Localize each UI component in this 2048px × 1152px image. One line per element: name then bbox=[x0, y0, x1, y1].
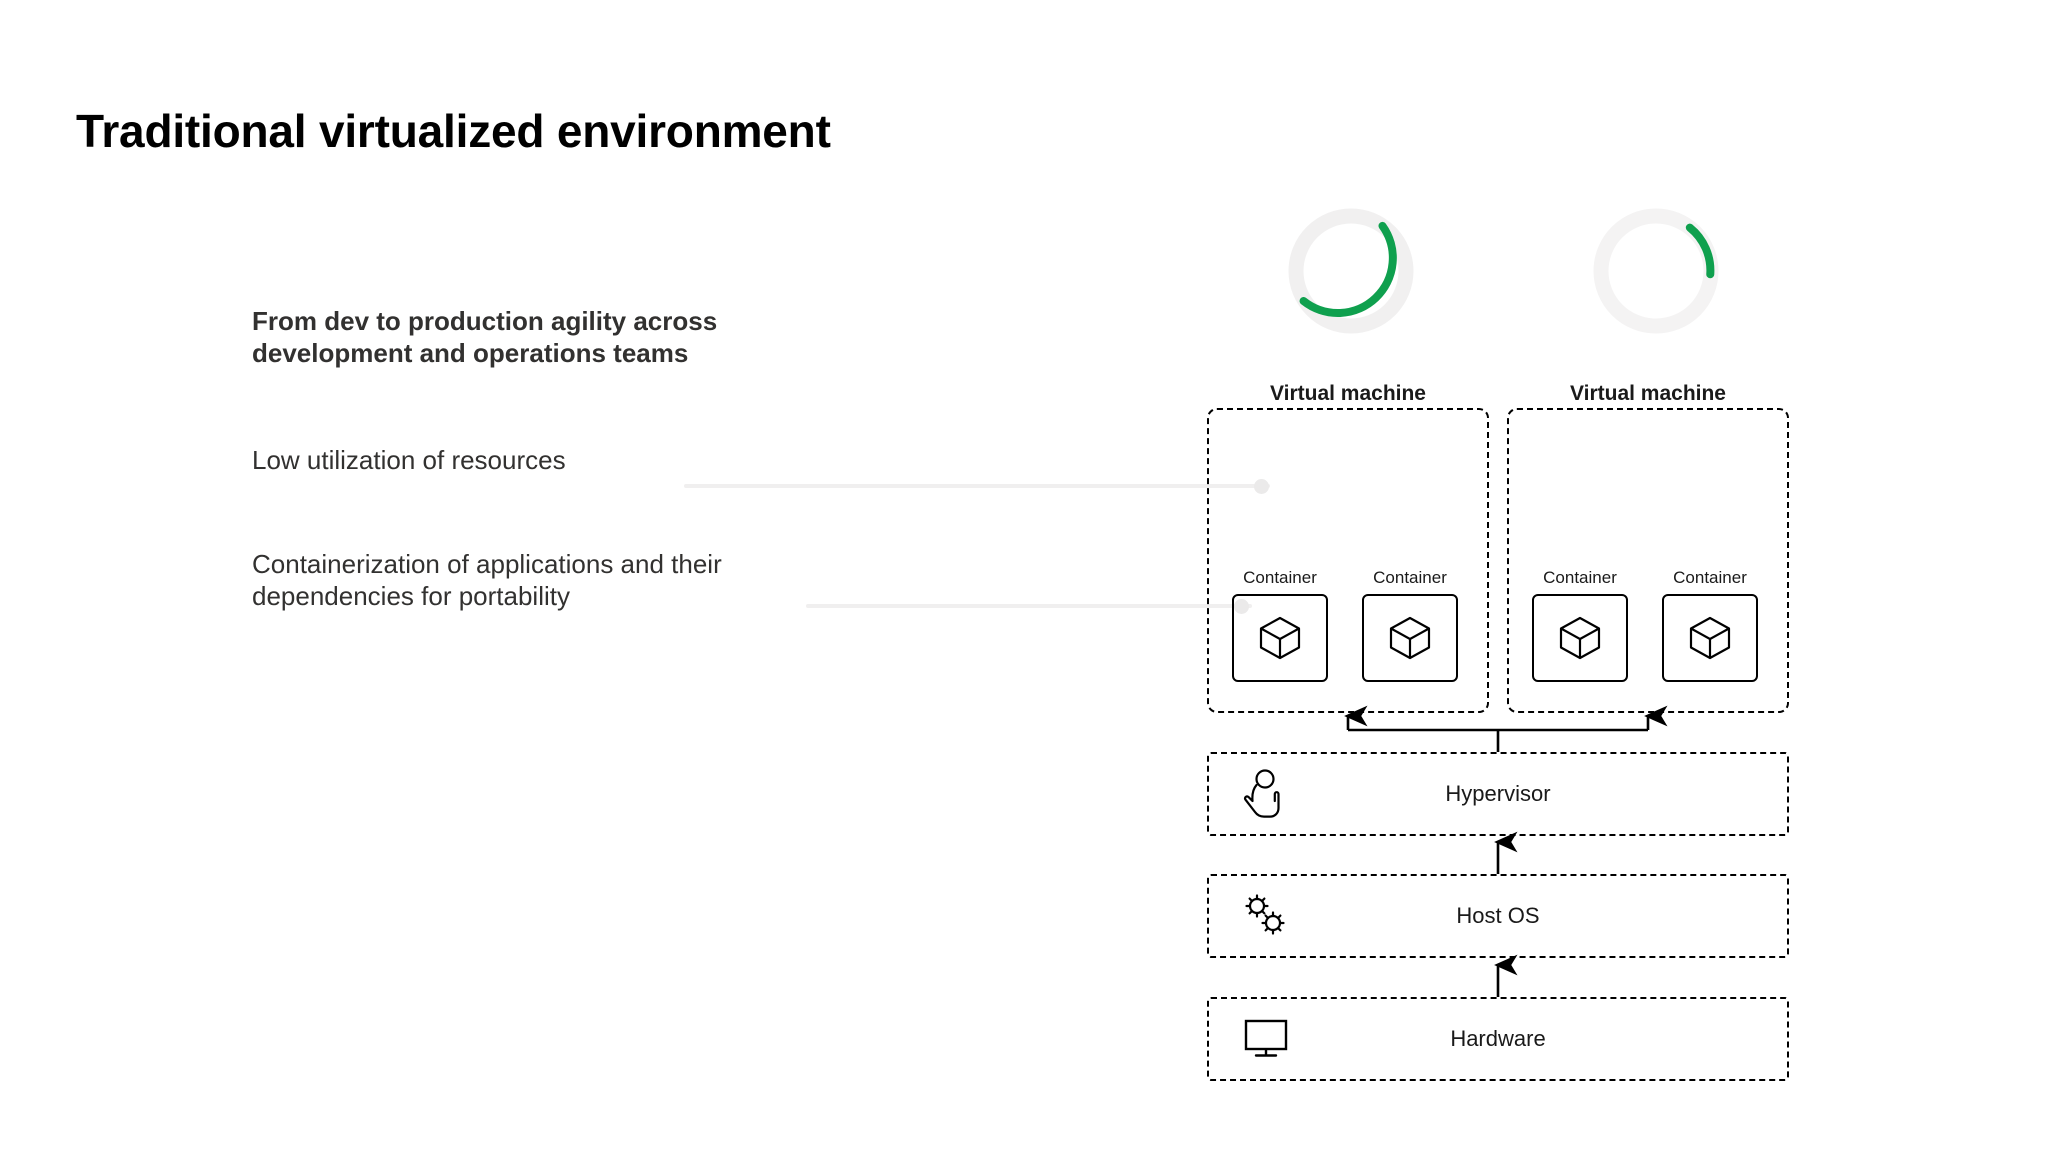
vm-label-2: Virtual machine bbox=[1569, 382, 1726, 405]
stack-row-label-hardware: Hardware bbox=[1450, 1026, 1546, 1051]
container-label-1: Container bbox=[1243, 568, 1317, 587]
container-label-3: Container bbox=[1543, 568, 1617, 587]
container-box-2 bbox=[1362, 594, 1458, 682]
page-title: Traditional virtualized environment bbox=[76, 105, 831, 157]
gauge-track-1 bbox=[1288, 208, 1414, 334]
vm-gauge-1 bbox=[1285, 205, 1417, 337]
container-label-4: Container bbox=[1673, 568, 1747, 587]
stack-row-label-hostos: Host OS bbox=[1456, 903, 1540, 928]
vm-label-1: Virtual machine bbox=[1269, 382, 1426, 405]
leader-dot-low-utilization bbox=[1254, 479, 1269, 494]
bullet-low-utilization: Low utilization of resources bbox=[252, 445, 566, 476]
lede-text: From dev to production agility across de… bbox=[252, 306, 718, 368]
container-tile-2: Container bbox=[1362, 568, 1458, 682]
cube-icon bbox=[1389, 616, 1431, 660]
cube-icon bbox=[1559, 616, 1601, 660]
monitor-icon bbox=[1239, 1012, 1293, 1066]
stack-row-hypervisor: Hypervisor bbox=[1207, 752, 1789, 836]
cube-icon bbox=[1259, 616, 1301, 660]
cube-icon bbox=[1689, 616, 1731, 660]
stack-row-hardware: Hardware bbox=[1207, 997, 1789, 1081]
gears-icon bbox=[1239, 889, 1293, 943]
container-box-1 bbox=[1232, 594, 1328, 682]
leader-line-low-utilization bbox=[684, 484, 1270, 488]
leader-line-containerization bbox=[806, 604, 1252, 608]
gauge-arc-2 bbox=[1685, 223, 1715, 279]
container-label-2: Container bbox=[1373, 568, 1447, 587]
gauge-arc-1 bbox=[1299, 221, 1397, 317]
left-text-column: From dev to production agility across de… bbox=[252, 306, 872, 613]
connector-hypervisor-to-vms bbox=[1344, 705, 1668, 752]
stack-row-label-hypervisor: Hypervisor bbox=[1445, 781, 1551, 806]
bullet-containerization: Containerization of applications and the… bbox=[252, 549, 722, 611]
container-tile-4: Container bbox=[1662, 568, 1758, 682]
stack-row-hostos: Host OS bbox=[1207, 874, 1789, 958]
touch-hand-icon bbox=[1239, 767, 1293, 821]
container-box-4 bbox=[1662, 594, 1758, 682]
vm-gauge-2 bbox=[1590, 205, 1722, 337]
leader-dot-containerization bbox=[1234, 599, 1249, 614]
container-box-3 bbox=[1532, 594, 1628, 682]
container-tile-1: Container bbox=[1232, 568, 1328, 682]
container-tile-3: Container bbox=[1532, 568, 1628, 682]
